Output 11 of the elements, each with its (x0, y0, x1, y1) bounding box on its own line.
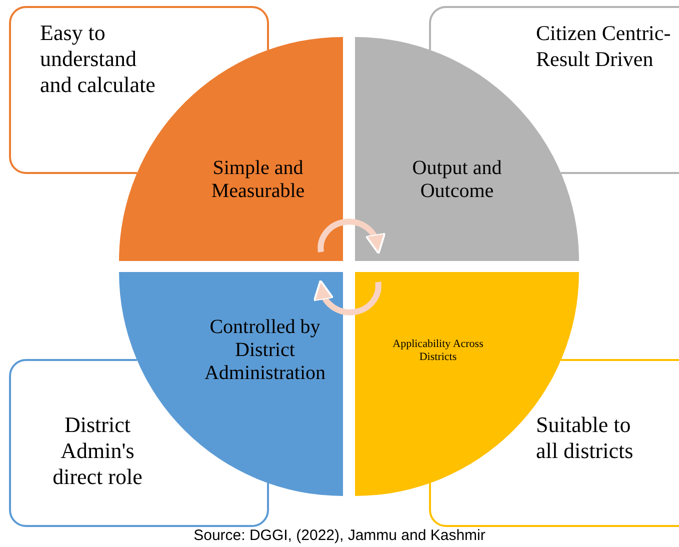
node-text: Easy to understand and calculate (40, 20, 156, 98)
node-text: Controlled by District Administration (203, 316, 327, 385)
curved-arrow (318, 218, 386, 254)
source-caption: Source: DGGI, (2022), Jammu and Kashmir (192, 527, 486, 545)
node-text: Output and Outcome (411, 157, 503, 203)
node-text: Suitable to all districts (536, 412, 634, 464)
curved-arrow (314, 280, 382, 316)
node-text: Simple and Measurable (210, 157, 306, 203)
node-text: Citizen Centric- Result Driven (536, 20, 672, 72)
node-text: District Admin's direct role (52, 412, 144, 490)
node-text: Applicability Across Districts (392, 338, 484, 364)
